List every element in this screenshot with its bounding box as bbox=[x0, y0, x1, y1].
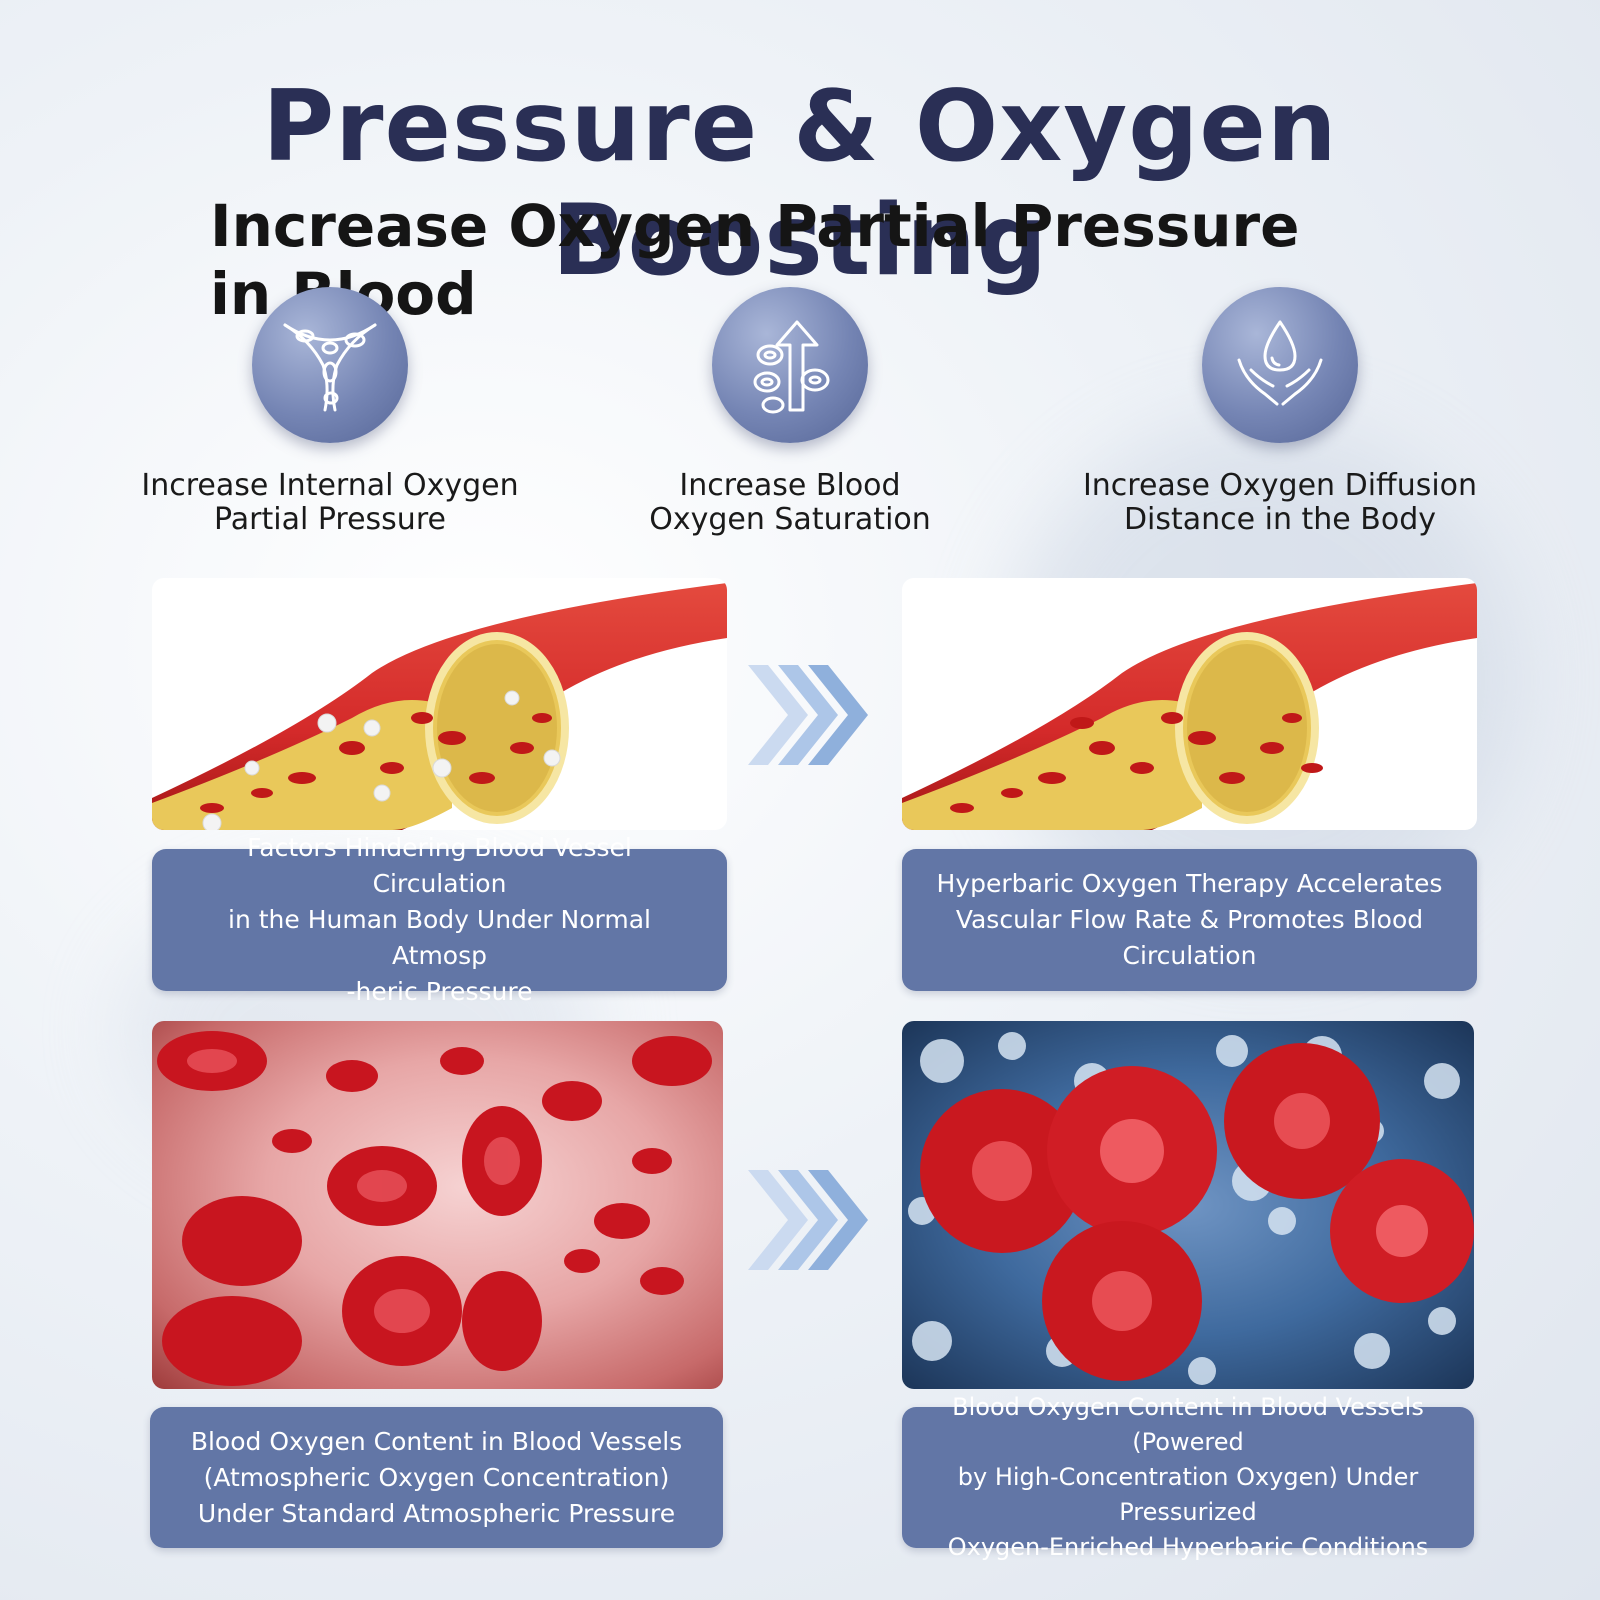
blood-cells-before-image bbox=[152, 1021, 723, 1389]
caption-line: (Atmospheric Oxygen Concentration) bbox=[203, 1462, 670, 1492]
caption-line: Hyperbaric Oxygen Therapy Accelerates bbox=[936, 869, 1443, 898]
chevron-right-arrows-icon bbox=[748, 665, 878, 769]
vessel-after-image bbox=[902, 578, 1477, 830]
feature-oxygen-diffusion: Increase Oxygen Diffusion Distance in th… bbox=[1070, 287, 1490, 537]
feature-label-line: Oxygen Saturation bbox=[649, 502, 931, 537]
feature-label: Increase Internal Oxygen Partial Pressur… bbox=[120, 469, 540, 537]
blood-cells-before-caption: Blood Oxygen Content in Blood Vessels (A… bbox=[150, 1407, 723, 1548]
feature-label-line: Increase Oxygen Diffusion bbox=[1082, 468, 1478, 503]
feature-label-line: Distance in the Body bbox=[1123, 502, 1437, 537]
caption-line: -heric Pressure bbox=[346, 977, 533, 1006]
caption-line: Blood Oxygen Content in Blood Vessels (P… bbox=[952, 1393, 1424, 1456]
feature-label-line: Partial Pressure bbox=[214, 502, 446, 537]
caption-line: by High-Concentration Oxygen) Under Pres… bbox=[957, 1463, 1419, 1526]
caption-line: Blood Oxygen Content in Blood Vessels bbox=[190, 1426, 683, 1456]
chevron-right-arrows-icon bbox=[748, 1170, 878, 1274]
caption-line: Circulation bbox=[1122, 941, 1257, 970]
blood-cells-after-caption: Blood Oxygen Content in Blood Vessels (P… bbox=[902, 1393, 1474, 1561]
caption-line: Factors Hindering Blood Vessel Circulati… bbox=[247, 833, 632, 898]
feature-internal-oxygen: Increase Internal Oxygen Partial Pressur… bbox=[120, 287, 540, 537]
caption-line: Vascular Flow Rate & Promotes Blood bbox=[955, 905, 1424, 934]
vessel-before-image bbox=[152, 578, 727, 830]
blood-cells-after-image bbox=[902, 1021, 1474, 1389]
feature-label-line: Increase Internal Oxygen bbox=[141, 468, 519, 503]
caption-line: Oxygen-Enriched Hyperbaric Conditions bbox=[947, 1533, 1429, 1561]
page-title: Pressure & Oxygen Boosting bbox=[262, 70, 1338, 298]
feature-label: Increase Oxygen Diffusion Distance in th… bbox=[1070, 469, 1490, 537]
feature-blood-saturation: Increase Blood Oxygen Saturation bbox=[580, 287, 1000, 537]
caption-line: Under Standard Atmospheric Pressure bbox=[197, 1498, 676, 1528]
feature-label: Increase Blood Oxygen Saturation bbox=[580, 469, 1000, 537]
blood-vessel-cells-icon bbox=[252, 287, 408, 443]
vessel-after-caption: Hyperbaric Oxygen Therapy Accelerates Va… bbox=[902, 849, 1477, 991]
caption-line: in the Human Body Under Normal Atmosp bbox=[228, 905, 651, 970]
rising-blood-cells-icon bbox=[712, 287, 868, 443]
water-drop-hands-icon bbox=[1202, 287, 1358, 443]
vessel-before-caption: Factors Hindering Blood Vessel Circulati… bbox=[152, 833, 727, 1006]
feature-label-line: Increase Blood bbox=[679, 468, 901, 503]
